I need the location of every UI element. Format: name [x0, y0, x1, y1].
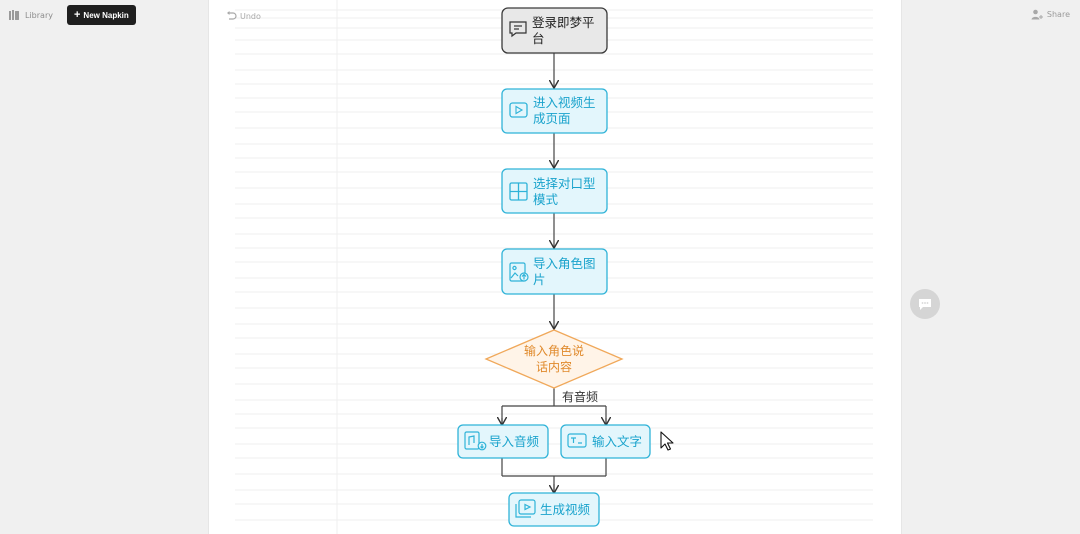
node-import-audio[interactable]: 导入音频 [457, 424, 549, 459]
node-generate-video[interactable]: 生成视频 [508, 492, 600, 527]
audio-file-icon [464, 431, 487, 451]
mouse-cursor-icon [660, 431, 674, 451]
connector-decision-branches [501, 388, 607, 423]
grid-icon [509, 182, 528, 201]
node-import-audio-label: 导入音频 [489, 434, 540, 449]
share-button[interactable]: Share [1031, 9, 1070, 20]
share-person-icon [1031, 9, 1043, 20]
undo-icon [227, 11, 237, 20]
chat-button[interactable] [910, 289, 940, 319]
node-import-character-image[interactable]: 导入角色图 片 [501, 248, 608, 295]
library-label: Library [25, 10, 53, 20]
node-select-lipsync-mode[interactable]: 选择对口型 模式 [501, 168, 608, 214]
node-enter-video-page[interactable]: 进入视频生 成页面 [501, 88, 608, 134]
node-input-text[interactable]: 输入文字 [560, 424, 651, 459]
video-play-icon [509, 102, 528, 118]
node-enter-video-page-line2: 成页面 [533, 111, 571, 126]
node-start-line2: 台 [532, 31, 545, 46]
chat-message-icon [509, 21, 527, 38]
image-upload-icon [509, 262, 529, 282]
undo-label: Undo [240, 11, 261, 21]
share-label: Share [1046, 10, 1070, 19]
node-enter-video-page-line1: 进入视频生 [533, 95, 596, 110]
node-generate-video-label: 生成视频 [540, 502, 591, 517]
undo-button[interactable]: Undo [226, 11, 261, 21]
connectors [502, 53, 606, 492]
node-decision-line1: 输入角色说 [524, 343, 584, 358]
node-import-character-image-line2: 片 [533, 272, 546, 287]
node-decision-line2: 话内容 [536, 359, 572, 374]
new-napkin-button[interactable]: + New Napkin [66, 5, 136, 25]
video-library-icon [515, 499, 536, 518]
library-button[interactable]: Library [8, 9, 53, 21]
node-start-line1: 登录即梦平 [532, 15, 595, 30]
library-icon [9, 10, 19, 20]
connector-branches-end [501, 458, 607, 490]
top-toolbar: Library + New Napkin [8, 5, 136, 25]
node-start[interactable]: 登录即梦平 台 [501, 7, 608, 54]
node-select-lipsync-mode-line2: 模式 [533, 192, 559, 207]
chat-bubble-icon [919, 298, 931, 310]
node-select-lipsync-mode-line1: 选择对口型 [533, 176, 596, 191]
node-input-text-label: 输入文字 [592, 434, 642, 449]
branch-label-has-audio: 有音频 [562, 389, 598, 404]
plus-icon: + [73, 8, 81, 21]
node-decision-input-dialogue[interactable]: 输入角色说 话内容 [484, 329, 624, 389]
new-napkin-label: New Napkin [83, 10, 129, 20]
text-input-icon [567, 433, 587, 448]
node-import-character-image-line1: 导入角色图 [533, 256, 596, 271]
